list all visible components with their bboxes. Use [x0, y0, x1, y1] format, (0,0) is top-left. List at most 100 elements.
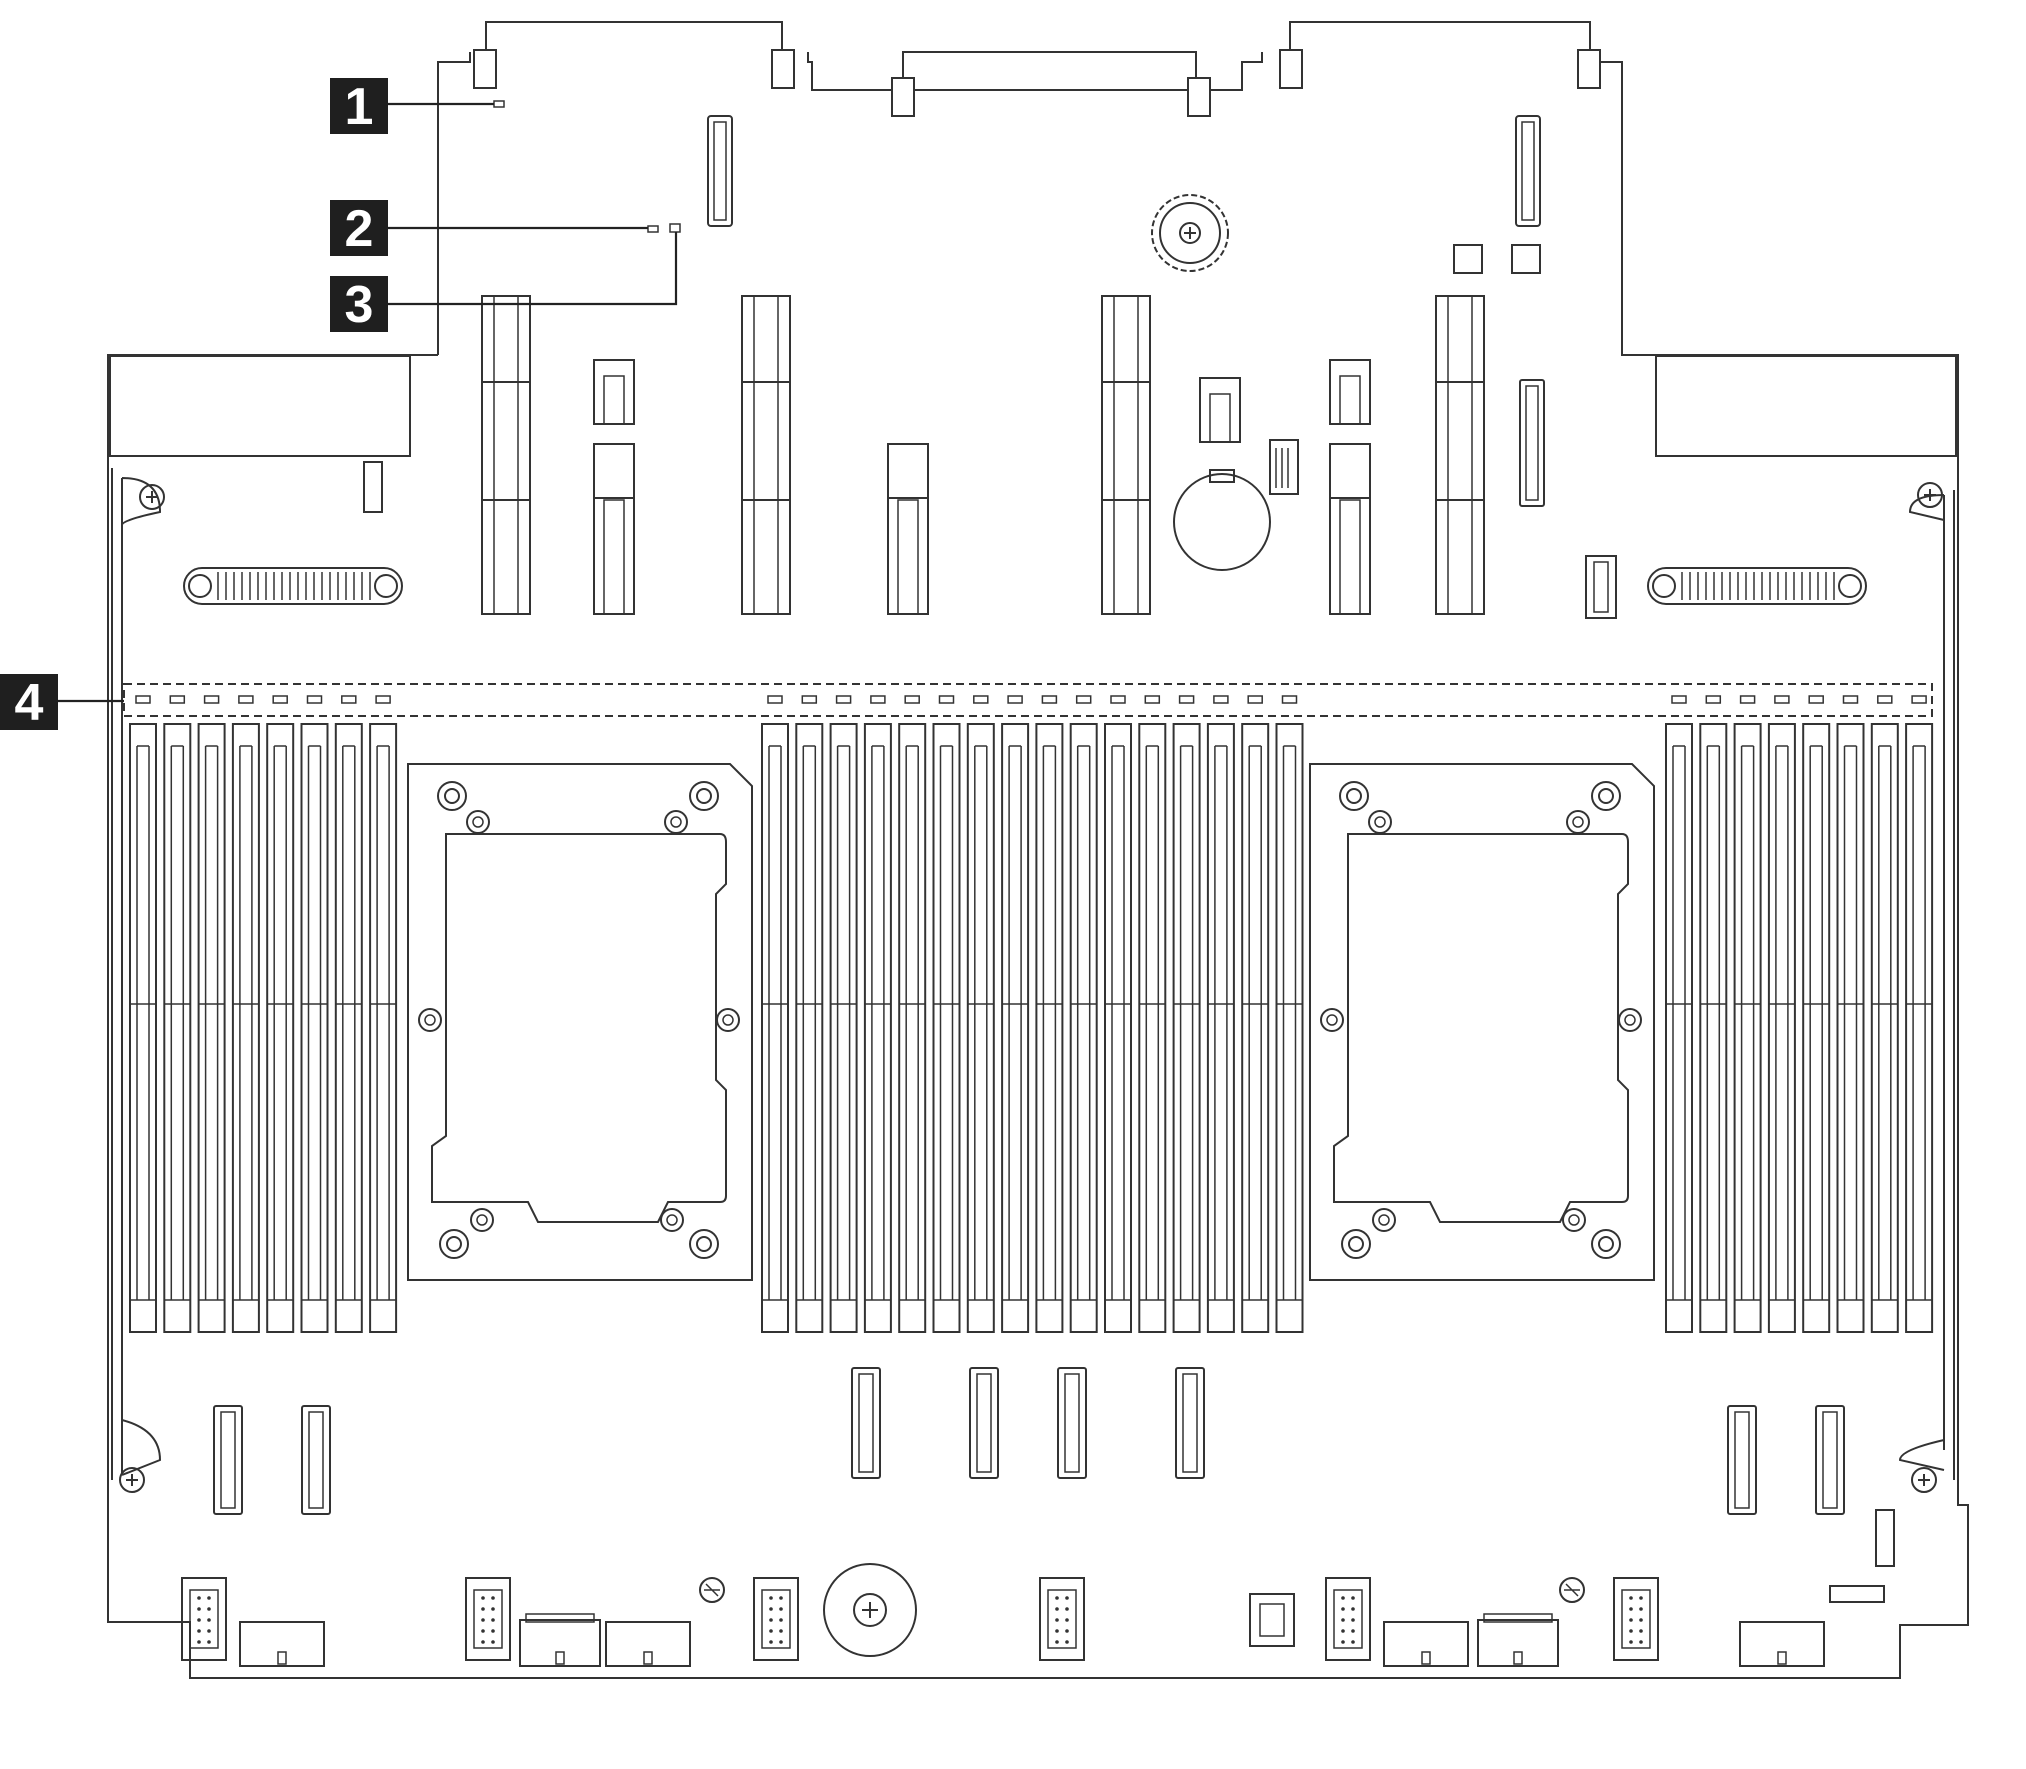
vertical-slot — [969, 1367, 999, 1479]
vertical-slot — [301, 1405, 331, 1515]
dimm-error-led — [1041, 695, 1058, 704]
cable-connector — [1477, 1613, 1559, 1667]
rail-screw-icon — [119, 1467, 145, 1493]
pcie-slot — [741, 295, 791, 615]
dimm-slot — [1275, 723, 1304, 1333]
coin-battery-icon — [1173, 469, 1271, 571]
torx-nut-icon — [1320, 1008, 1344, 1032]
square-connector — [1249, 1593, 1295, 1647]
dimm-error-led — [938, 695, 955, 704]
m2-slot-top-right — [1515, 115, 1541, 227]
dimm-slot — [1035, 723, 1064, 1333]
dimm-slot — [1001, 723, 1030, 1333]
dimm-error-led — [375, 695, 391, 704]
dimm-slot — [1206, 723, 1235, 1333]
jumper-1 — [493, 100, 505, 108]
torx-nut-icon — [664, 810, 688, 834]
dimm-slot — [1733, 723, 1762, 1333]
small-connector — [1585, 555, 1617, 619]
dimm-slot — [795, 723, 824, 1333]
dimm-slot — [932, 723, 961, 1333]
dimm-error-led — [1911, 695, 1927, 704]
fan-connector — [465, 1577, 511, 1661]
dimm-error-led — [1110, 695, 1126, 704]
callout-3: 3 — [330, 232, 678, 334]
dimm-error-led — [1007, 695, 1023, 704]
dimm-error-led — [341, 695, 357, 704]
dimm-error-led — [1705, 695, 1722, 704]
pcie-slot — [1101, 295, 1151, 615]
fan-connector — [1325, 1577, 1371, 1661]
rail-screw-icon — [1911, 1467, 1937, 1493]
callout-2: 2 — [330, 200, 648, 258]
top-connector — [473, 49, 497, 89]
dimm-slot — [1665, 723, 1693, 1333]
dimm-slot — [1138, 723, 1167, 1333]
fan-connector — [1613, 1577, 1659, 1661]
fan-connector — [181, 1577, 227, 1661]
dimm-error-led — [1075, 695, 1092, 704]
torx-nut-icon — [1562, 1208, 1586, 1232]
torx-nut-icon — [660, 1208, 684, 1232]
bottom-connector-group — [181, 1577, 1825, 1667]
medium-slot — [1329, 443, 1371, 615]
dimm-slot — [966, 723, 995, 1333]
vertical-slot — [1727, 1405, 1757, 1515]
dimm-error-led — [1774, 695, 1790, 704]
dimm-error-led — [973, 695, 989, 704]
top-connector — [1577, 49, 1601, 89]
vertical-slot — [1057, 1367, 1087, 1479]
power-connector — [605, 1621, 691, 1667]
top-bracket-left — [485, 21, 783, 52]
mounting-screw-icon — [1591, 781, 1621, 811]
torx-nut-icon — [466, 810, 490, 834]
mounting-screw-icon — [1341, 1229, 1371, 1259]
dimm-slot — [334, 723, 363, 1333]
callout-1: 1 — [330, 78, 494, 136]
top-connector — [1187, 77, 1211, 117]
dimm-slot — [1767, 723, 1796, 1333]
dimm-led-group — [135, 695, 1927, 704]
dimm-error-led — [135, 695, 151, 704]
dimm-error-led — [1842, 695, 1859, 704]
mounting-screw-icon — [437, 781, 467, 811]
dimm-slot — [863, 723, 892, 1333]
m2-slot-top-right-inner — [1521, 121, 1535, 221]
dimm-error-led — [1178, 695, 1195, 704]
top-connector — [1279, 49, 1303, 89]
top-connector — [771, 49, 795, 89]
vertical-connector — [1519, 379, 1545, 507]
mounting-screw-icon — [1339, 781, 1369, 811]
torx-nut-icon — [418, 1008, 442, 1032]
dimm-slot — [369, 723, 398, 1333]
side-rail-right — [1898, 490, 1955, 1480]
fan-connector — [753, 1577, 799, 1661]
large-screw-icon — [823, 1563, 917, 1657]
dimm-error-led — [767, 695, 783, 704]
mounting-screw-icon — [689, 1229, 719, 1259]
dimm-slot — [1870, 723, 1899, 1333]
board-outline — [107, 52, 1969, 1679]
dimm-slot — [1802, 723, 1831, 1333]
dimm-error-led — [835, 695, 852, 704]
vertical-slot — [213, 1405, 243, 1515]
dimm-error-led — [1808, 695, 1824, 704]
power-connector — [1383, 1621, 1469, 1667]
dimm-slot — [761, 723, 789, 1333]
jumper-2 — [647, 225, 659, 233]
dimm-error-led — [801, 695, 818, 704]
power-block-right — [1655, 355, 1957, 457]
square-pad — [1511, 244, 1541, 274]
dimm-error-led — [1144, 695, 1161, 704]
square-pad — [1453, 244, 1483, 274]
dimm-error-led — [1281, 695, 1298, 704]
torx-nut-icon — [1566, 810, 1590, 834]
callout-1-label: 1 — [345, 78, 374, 136]
dimm-error-led — [1671, 695, 1687, 704]
dimm-slot — [266, 723, 295, 1333]
power-connector-right — [1647, 567, 1867, 605]
vertical-slot — [1815, 1405, 1845, 1515]
left-header — [363, 461, 383, 513]
torx-nut-icon — [1368, 810, 1392, 834]
top-connector — [891, 77, 915, 117]
